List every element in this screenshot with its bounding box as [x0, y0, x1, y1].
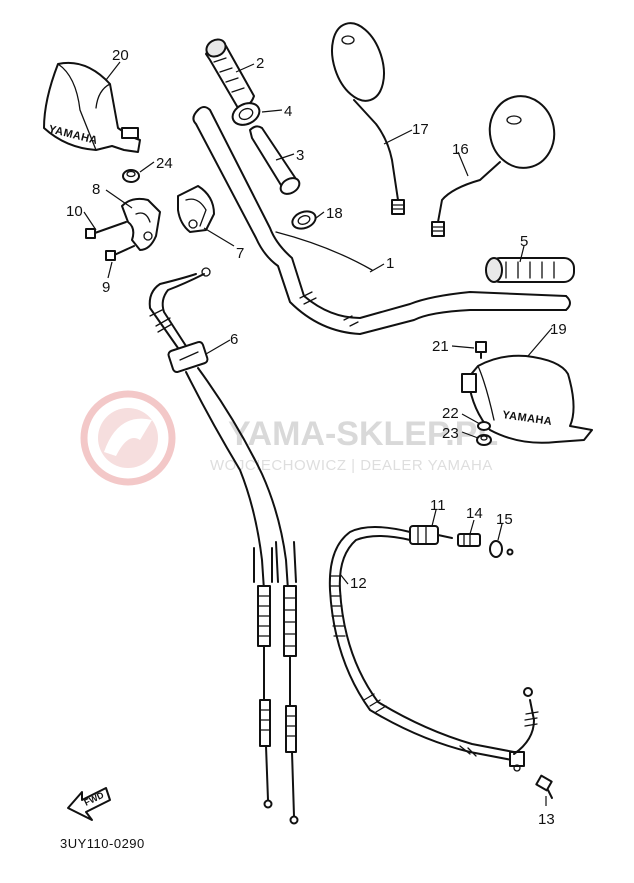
callout-1: 1 [386, 255, 394, 272]
callout-8: 8 [92, 181, 100, 198]
part-throttle-housing-7 [177, 185, 215, 233]
callout-5: 5 [520, 233, 528, 250]
part-grip-right-5 [485, 257, 575, 283]
part-throttle-cables-6 [148, 267, 299, 825]
callout-21: 21 [432, 338, 449, 355]
callout-4: 4 [284, 103, 292, 120]
fwd-arrow-icon: FWD [67, 787, 111, 821]
callout-18: 18 [326, 205, 343, 222]
callout-numbers: 20 2 4 3 24 8 10 9 7 18 17 16 1 5 19 6 2… [66, 47, 567, 828]
callout-2: 2 [256, 55, 264, 72]
part-grip-left-2 [205, 38, 255, 109]
part-bolt-21 [475, 341, 487, 359]
callout-3: 3 [296, 147, 304, 164]
leader-lines [83, 61, 553, 806]
part-handlebar-1 [192, 106, 571, 335]
part-throttle-tube-3 [249, 125, 301, 195]
callout-11: 11 [430, 497, 446, 514]
part-locknut-15 [489, 540, 514, 558]
part-mirror-right-16 [431, 95, 556, 237]
callout-16: 16 [452, 141, 469, 158]
watermark-subtitle: WOJCIECHOWICZ | DEALER YAMAHA [210, 457, 493, 474]
callout-12: 12 [350, 575, 367, 592]
part-nut-23 [476, 434, 492, 446]
callout-7: 7 [236, 245, 244, 262]
part-bolt-13 [535, 774, 553, 799]
callout-10: 10 [66, 203, 83, 220]
callout-9: 9 [102, 279, 110, 296]
callout-22: 22 [442, 405, 459, 422]
part-mirror-left-17 [331, 22, 405, 215]
part-clutch-cable-12 [328, 525, 539, 772]
part-ring-18 [291, 210, 317, 230]
callout-19: 19 [550, 321, 567, 338]
callout-17: 17 [412, 121, 429, 138]
callout-14: 14 [466, 505, 483, 522]
part-ring-4 [231, 102, 261, 126]
part-switch-clamp-left [121, 197, 161, 251]
part-nut-24 [122, 169, 140, 183]
part-left-handguard: YAMAHA [43, 62, 141, 153]
part-screw-9 [105, 245, 135, 261]
callout-20: 20 [112, 47, 129, 64]
watermark-logo [80, 390, 176, 486]
part-adjuster-14 [457, 533, 481, 547]
callout-24: 24 [156, 155, 173, 172]
watermark-title: YAMA-SKLEP.PL [228, 415, 498, 453]
callout-13: 13 [538, 811, 555, 828]
part-screw-10 [85, 221, 127, 239]
watermark: YAMA-SKLEP.PL WOJCIECHOWICZ | DEALER YAM… [80, 390, 498, 486]
callout-6: 6 [230, 331, 238, 348]
callout-23: 23 [442, 425, 459, 442]
diagram-code: 3UY110-0290 [60, 836, 145, 851]
callout-15: 15 [496, 511, 513, 528]
part-right-handguard: YAMAHA [461, 354, 593, 444]
part-washer-22 [477, 421, 491, 431]
